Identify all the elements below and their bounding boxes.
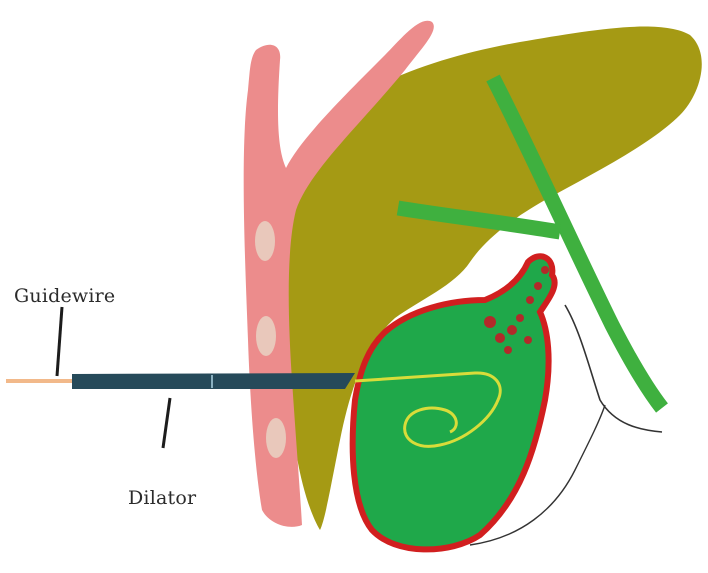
dilator-label: Dilator [128,487,196,509]
dilator-pointer [163,398,170,448]
rib-bone [255,221,275,261]
rib-bone [266,418,286,458]
rib-bone [256,316,276,356]
guidewire-pointer [57,307,62,376]
dilator [72,373,355,389]
guidewire-label: Guidewire [14,285,115,307]
